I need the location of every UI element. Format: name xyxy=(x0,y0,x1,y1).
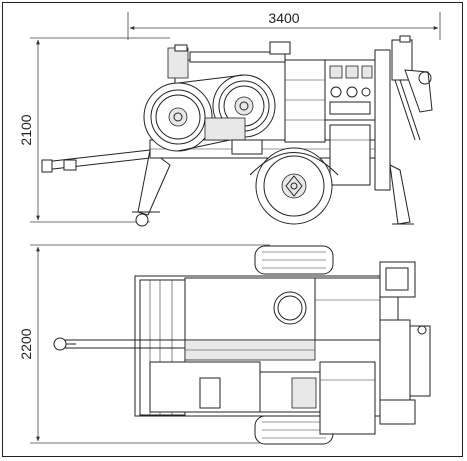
width-label: 2200 xyxy=(18,328,34,359)
length-label: 3400 xyxy=(268,10,299,26)
length-dimension: 3400 xyxy=(127,10,441,40)
height-dimension: 2100 xyxy=(18,37,170,223)
drawing-border xyxy=(2,2,463,457)
width-dimension: 2200 xyxy=(18,244,270,444)
height-label: 2100 xyxy=(18,114,34,145)
side-view xyxy=(41,35,433,227)
top-view xyxy=(53,245,431,445)
